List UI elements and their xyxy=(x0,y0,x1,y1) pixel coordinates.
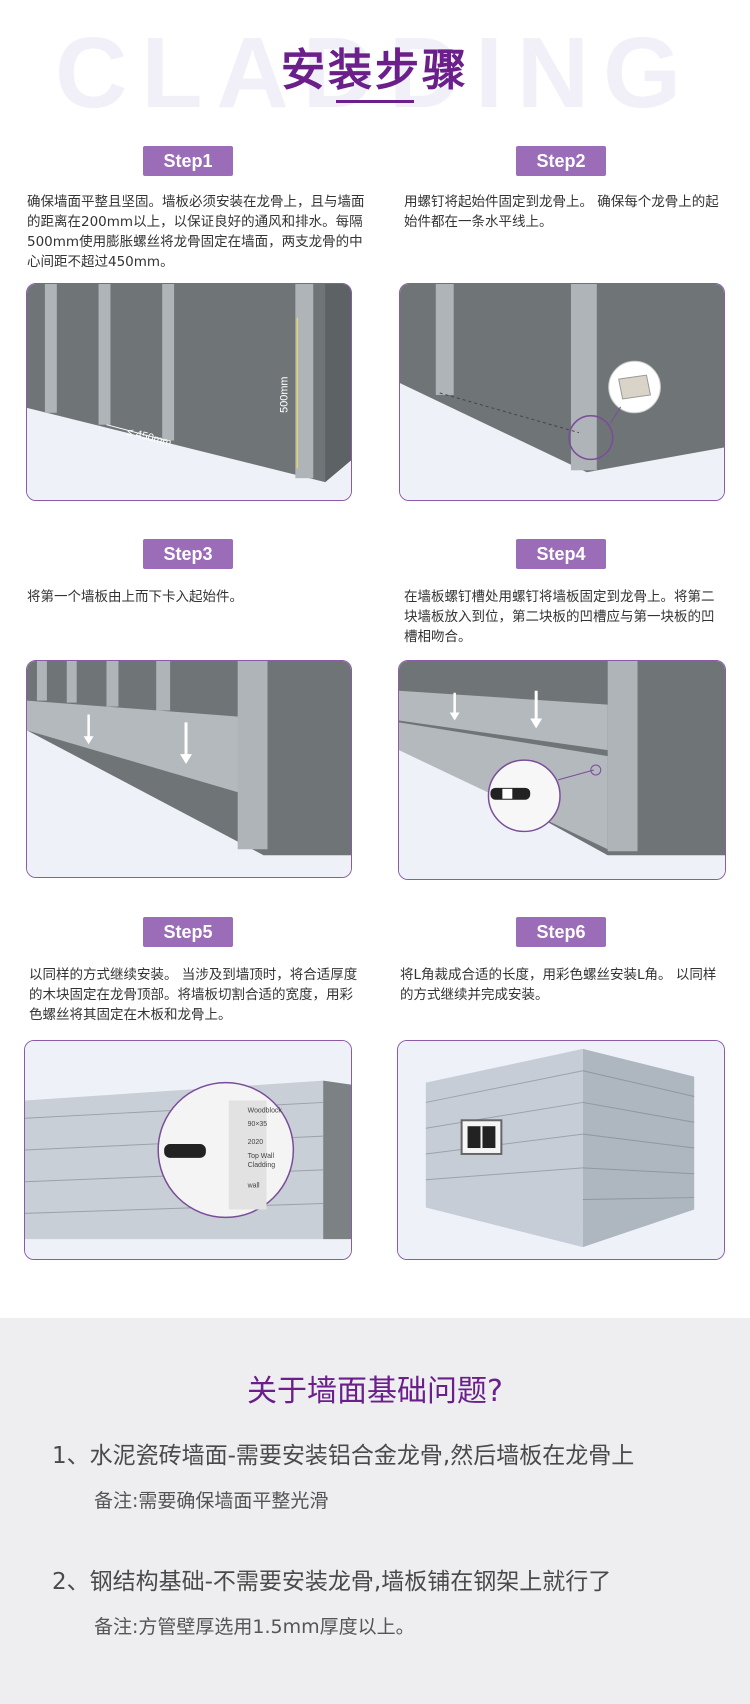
step3-image xyxy=(26,660,352,878)
step5-text: 以同样的方式继续安装。 当涉及到墙顶时，将合适厚度的木块固定在龙骨顶部。将墙板切… xyxy=(29,967,358,1023)
step1-badge: Step1 xyxy=(143,146,233,176)
watermark-text: CLADDING xyxy=(55,17,695,129)
step2-badge: Step2 xyxy=(516,146,606,176)
step4-image xyxy=(398,660,726,880)
label-cladding: Cladding xyxy=(248,1162,276,1169)
page-title: 安装步骤 xyxy=(281,45,469,96)
label-topwall: Top Wall xyxy=(248,1153,275,1160)
step4-text: 在墙板螺钉槽处用螺钉将墙板固定到龙骨上。将第二块墙板放入到位，第二块板的凹槽应与… xyxy=(404,589,715,645)
step5-badge: Step5 xyxy=(143,917,233,947)
height-label: 500mm xyxy=(278,376,290,412)
label-size: 90×35 xyxy=(248,1121,268,1128)
step5-image: Woodblock 90×35 2020 Top Wall Cladding w… xyxy=(24,1040,352,1260)
faq-item-2: 2、钢结构基础-不需要安装龙骨,墙板铺在钢架上就行了 xyxy=(52,1569,612,1595)
step3-text: 将第一个墙板由上而下卡入起始件。 xyxy=(27,589,243,605)
step3-badge: Step3 xyxy=(143,539,233,569)
title-underline xyxy=(336,100,414,103)
step6-badge: Step6 xyxy=(516,917,606,947)
faq-title: 关于墙面基础问题? xyxy=(247,1374,503,1409)
step2-image xyxy=(399,283,725,501)
step1-text: 确保墙面平整且坚固。墙板必须安装在龙骨上，且与墙面的距离在200mm以上，以保证… xyxy=(27,194,365,270)
page-header: CLADDING 安装步骤 xyxy=(0,0,750,128)
step4-badge: Step4 xyxy=(516,539,606,569)
step6-text: 将L角裁成合适的长度，用彩色螺丝安装L角。 以同样的方式继续并完成安装。 xyxy=(400,967,717,1003)
step2-text: 用螺钉将起始件固定到龙骨上。 确保每个龙骨上的起始件都在一条水平线上。 xyxy=(404,194,719,230)
label-code: 2020 xyxy=(248,1139,264,1146)
faq-item-1: 1、水泥瓷砖墙面-需要安装铝合金龙骨,然后墙板在龙骨上 xyxy=(52,1443,635,1469)
step1-image: ≤ 450mm 500mm xyxy=(26,283,352,501)
label-wall: wall xyxy=(247,1183,260,1190)
faq-section: 关于墙面基础问题? 1、水泥瓷砖墙面-需要安装铝合金龙骨,然后墙板在龙骨上 备注… xyxy=(0,1318,750,1704)
faq-note-2: 备注:方管壁厚选用1.5mm厚度以上。 xyxy=(94,1616,415,1638)
step6-image xyxy=(397,1040,725,1260)
faq-note-1: 备注:需要确保墙面平整光滑 xyxy=(94,1490,329,1512)
label-woodblock: Woodblock xyxy=(248,1107,283,1114)
